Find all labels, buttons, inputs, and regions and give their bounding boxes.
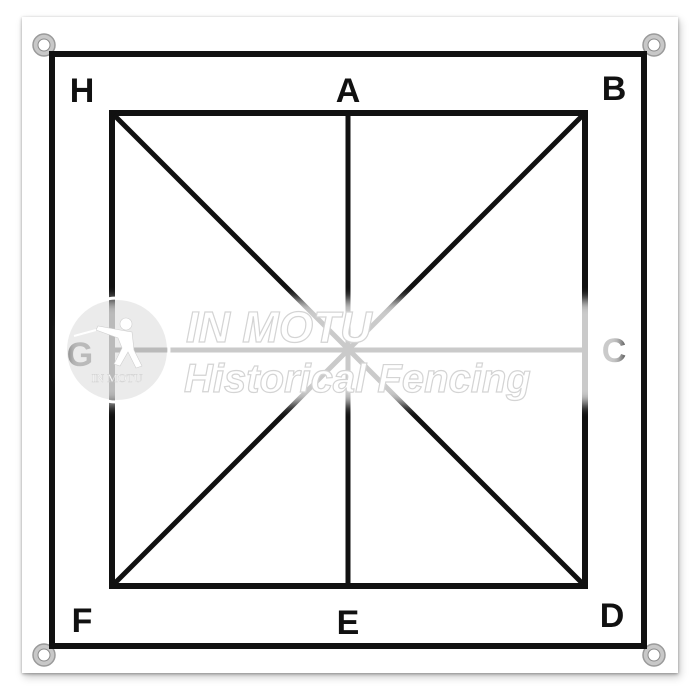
outer-border <box>49 51 647 649</box>
label-d: D <box>600 597 625 635</box>
label-f: F <box>72 602 93 640</box>
grommet-top-left <box>32 33 56 57</box>
label-h: H <box>70 72 95 110</box>
label-a: A <box>336 72 361 110</box>
grommet-bottom-left <box>32 643 56 667</box>
watermark-title: IN MOTU <box>186 303 373 352</box>
fencer-figure-icon <box>73 317 143 369</box>
grommet-bottom-right <box>642 643 666 667</box>
grommet-top-right <box>642 33 666 57</box>
label-b: B <box>602 70 627 108</box>
watermark-logo: IN MOTU <box>63 296 171 404</box>
label-e: E <box>337 604 360 642</box>
watermark-logo-text: IN MOTU <box>92 371 143 385</box>
watermark-subtitle: Historical Fencing <box>184 357 531 401</box>
watermark: IN MOTU IN MOTU Historical Fencing <box>63 296 624 404</box>
